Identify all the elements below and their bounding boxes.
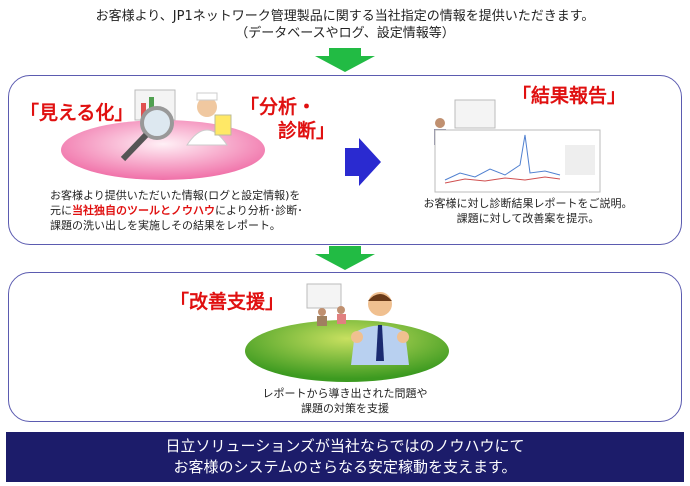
desc-highlight: 当社独自のツールとノウハウ [72,204,215,217]
support-desc-line2: 課題の対策を支援 [301,402,389,415]
label-analysis-line2: 診断」 [278,120,336,142]
report-desc-line1: お客様に対し診断結果レポートをご説明。 [423,197,633,210]
label-improvement-support: 「改善支援」 [170,291,285,313]
report-desc-line2: 課題に対して改善案を提示。 [456,212,600,225]
desc-text: 元に [50,204,72,217]
down-arrow-icon [315,246,375,270]
analysis-description: お客様より提供いただいた情報(ログと設定情報)を 元に当社独自のツールとノウハウ… [50,188,303,233]
intro-line1: お客様より、JP1ネットワーク管理製品に関する当社指定の情報を提供いただきます。 [95,9,595,24]
banner-line2: お客様のシステムのさらなる安定稼動を支えます。 [173,458,517,476]
support-description: レポートから導き出された問題や 課題の対策を支援 [245,386,445,416]
summary-banner: 日立ソリューションズが当社ならではのノウハウにて お客様のシステムのさらなる安定… [6,432,684,482]
label-report: 「結果報告」 [512,85,627,107]
intro-text: お客様より、JP1ネットワーク管理製品に関する当社指定の情報を提供いただきます。… [0,8,690,42]
support-desc-line1: レポートから導き出された問題や [262,387,428,400]
meeting-illustration [306,283,346,326]
banner-line1: 日立ソリューションズが当社ならではのノウハウにて [165,437,525,455]
label-analysis: 「分析・ 診断」 [240,95,335,143]
magnifier-doctor-illustration [120,89,232,162]
right-arrow-icon [345,138,381,186]
report-description: お客様に対し診断結果レポートをご説明。 課題に対して改善案を提示。 [418,196,638,226]
down-arrow-icon [315,48,375,72]
intro-line2: （データベースやログ、設定情報等） [235,26,455,41]
desc-text: により分析･診断･ [215,204,303,217]
label-visualize: 「見える化」 [20,102,134,124]
analysis-desc-line3: 課題の洗い出しを実施しその結果をレポート。 [50,219,281,232]
label-analysis-line1: 「分析・ [240,96,317,118]
analysis-desc-line2: 元に当社独自のツールとノウハウにより分析･診断･ [50,203,303,218]
analysis-desc-line1: お客様より提供いただいた情報(ログと設定情報)を [50,189,301,202]
man-illustration [351,292,409,365]
support-panel [8,272,682,422]
report-chart-illustration [434,99,601,193]
